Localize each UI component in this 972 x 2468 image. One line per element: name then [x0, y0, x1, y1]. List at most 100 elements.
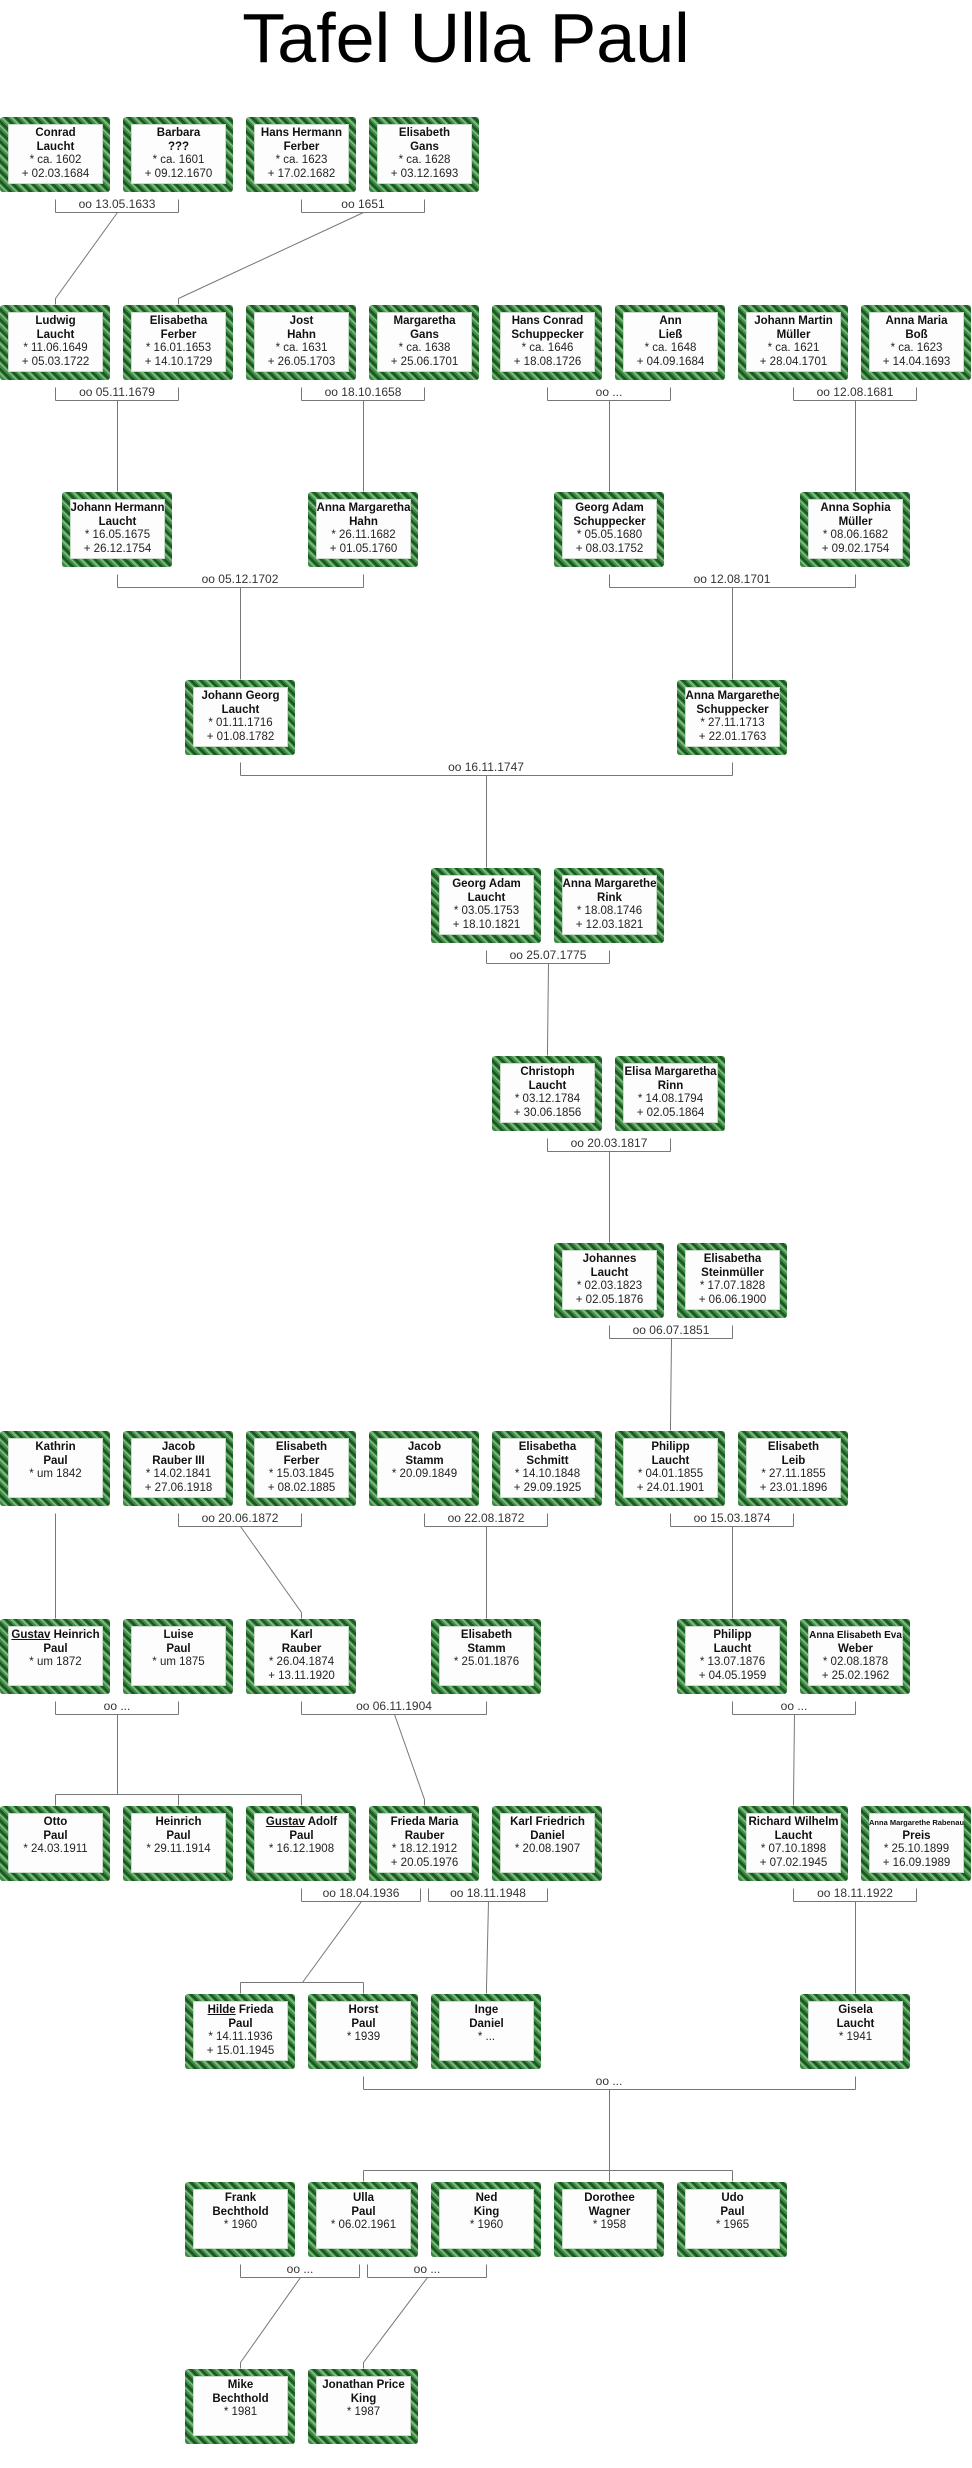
surname: Rauber: [404, 1829, 445, 1842]
birth-date: * 16.01.1653: [145, 342, 212, 354]
surname: Laucht: [98, 515, 137, 528]
surname: Laucht: [36, 140, 75, 153]
birth-date: * ca. 1601: [152, 154, 205, 166]
death-date: + 01.08.1782: [206, 730, 275, 743]
death-date: + 18.10.1821: [452, 918, 521, 931]
given-name: Gustav Adolf: [254, 1816, 349, 1830]
surname: Paul: [43, 1454, 68, 1467]
surname: Gans: [410, 140, 439, 153]
birth-date: * 27.11.1713: [700, 717, 765, 729]
given-name: Karl: [290, 1629, 313, 1641]
person-card[interactable]: Barbara???* ca. 1601+ 09.12.1670: [123, 117, 233, 192]
birth-date: * 1981: [223, 2406, 258, 2418]
surname: Gans: [410, 328, 439, 341]
given-name: Karl Friedrich: [510, 1816, 585, 1828]
birth-date: * ca. 1646: [521, 342, 574, 354]
given-name: Horst: [348, 2004, 379, 2016]
death-date: + 01.05.1760: [329, 542, 398, 555]
given-name: Richard Wilhelm: [748, 1816, 839, 1828]
death-date: + 15.01.1945: [206, 2044, 275, 2057]
surname: Laucht: [467, 891, 506, 904]
surname: Steinmüller: [701, 1266, 764, 1279]
given-name: Jacob: [407, 1441, 442, 1453]
surname: Preis: [902, 1829, 931, 1842]
surname: Paul: [43, 1642, 68, 1655]
given-name: Johann Georg: [201, 690, 280, 702]
surname: Hahn: [287, 328, 316, 341]
given-name: Elisabeth: [460, 1629, 513, 1641]
surname: Laucht: [836, 2017, 875, 2030]
given-name: Otto: [43, 1816, 68, 1828]
birth-date: * 26.04.1874: [268, 1656, 335, 1668]
birth-date: * 16.12.1908: [268, 1843, 335, 1855]
death-date: + 09.12.1670: [144, 167, 213, 180]
marriage-label: oo 13.05.1633: [78, 197, 156, 211]
given-name: Johannes: [582, 1253, 637, 1265]
